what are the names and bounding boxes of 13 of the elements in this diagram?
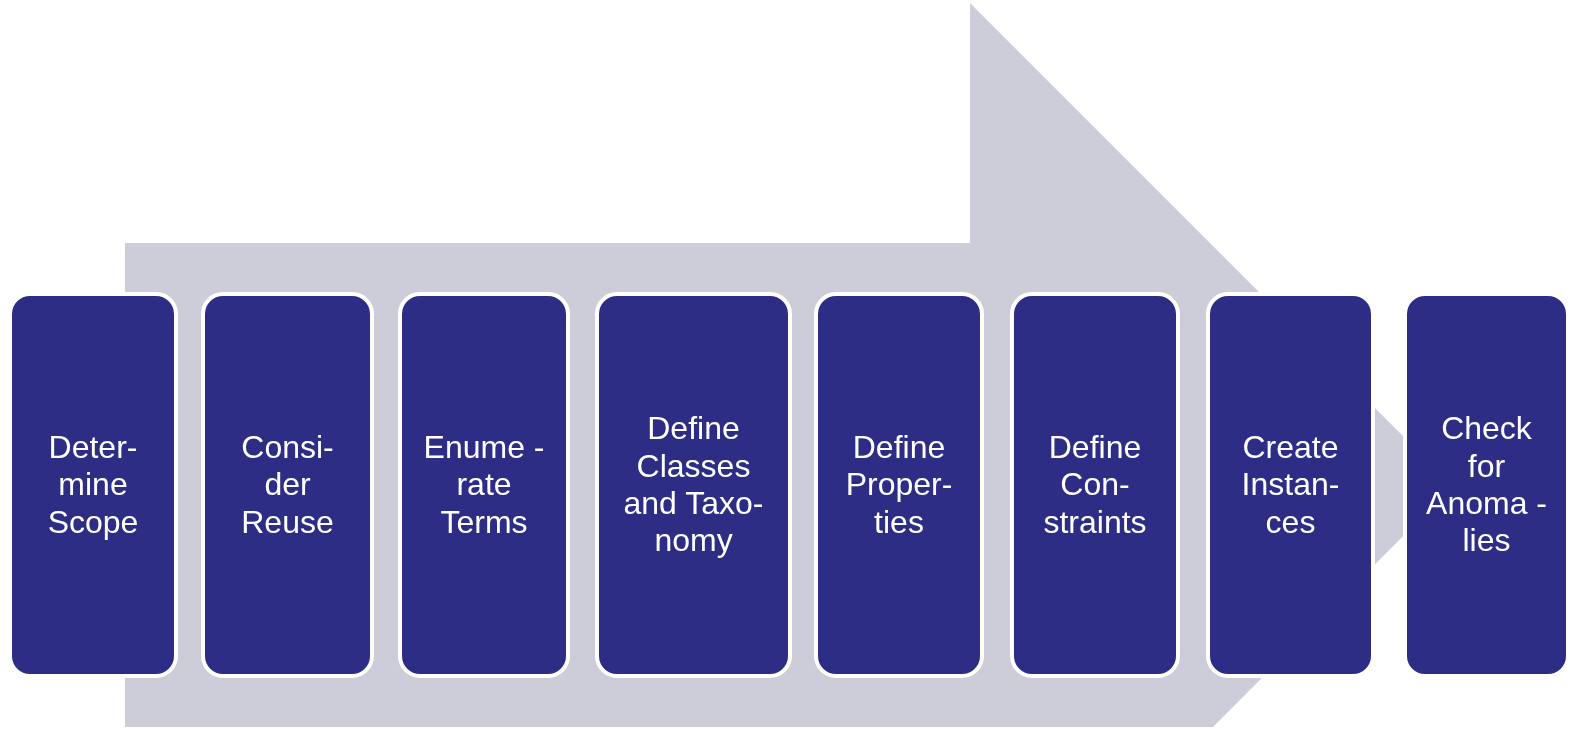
- process-step-box: [1010, 292, 1180, 678]
- step-label: Consi- der Reuse: [240, 428, 335, 542]
- step-label: Define Con- straints: [1042, 428, 1148, 542]
- step-label: Check for Anoma -lies: [1425, 410, 1548, 560]
- step-label: Define Proper- ties: [844, 428, 954, 542]
- step-label: Deter- mine Scope: [46, 428, 140, 542]
- process-step-box: [201, 292, 374, 678]
- process-step-box: [398, 292, 570, 678]
- step-label: Create Instan- ces: [1240, 428, 1341, 542]
- step-label: Define Classes and Taxo- nomy: [622, 410, 765, 560]
- step-label: Enume -rate Terms: [422, 428, 546, 542]
- process-step-box: [814, 292, 984, 678]
- process-step-box: [595, 292, 792, 678]
